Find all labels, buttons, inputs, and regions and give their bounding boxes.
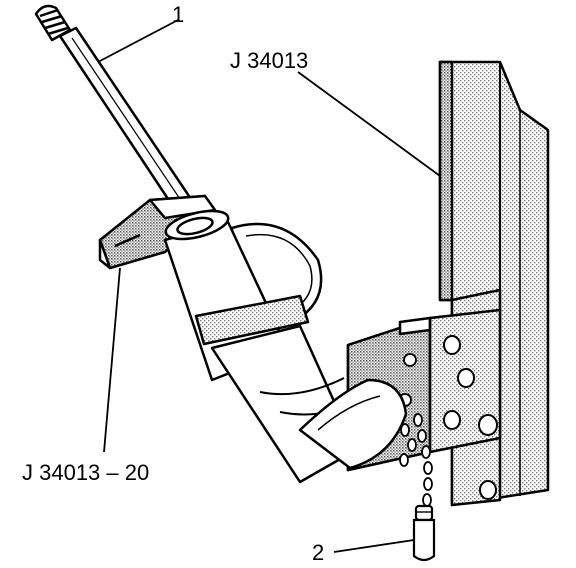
leader-tool-fixture [297,71,441,177]
strut-piston-rod [34,4,197,216]
callout-item-2: 2 [312,540,324,565]
callout-tool-adapter: J 34013 – 20 [22,460,149,485]
leader-lines [97,19,441,553]
locking-pin [412,504,436,562]
retaining-chain [399,413,433,507]
strut-body [163,209,408,484]
leader-tool-adapter [103,267,121,453]
rod-threaded-tip [34,4,72,42]
leader-item-2 [333,539,415,553]
callout-tool-fixture: J 34013 [230,48,308,73]
callout-item-1: 1 [172,2,184,27]
bracket-bolts [443,335,498,500]
leader-item-1 [97,19,179,63]
